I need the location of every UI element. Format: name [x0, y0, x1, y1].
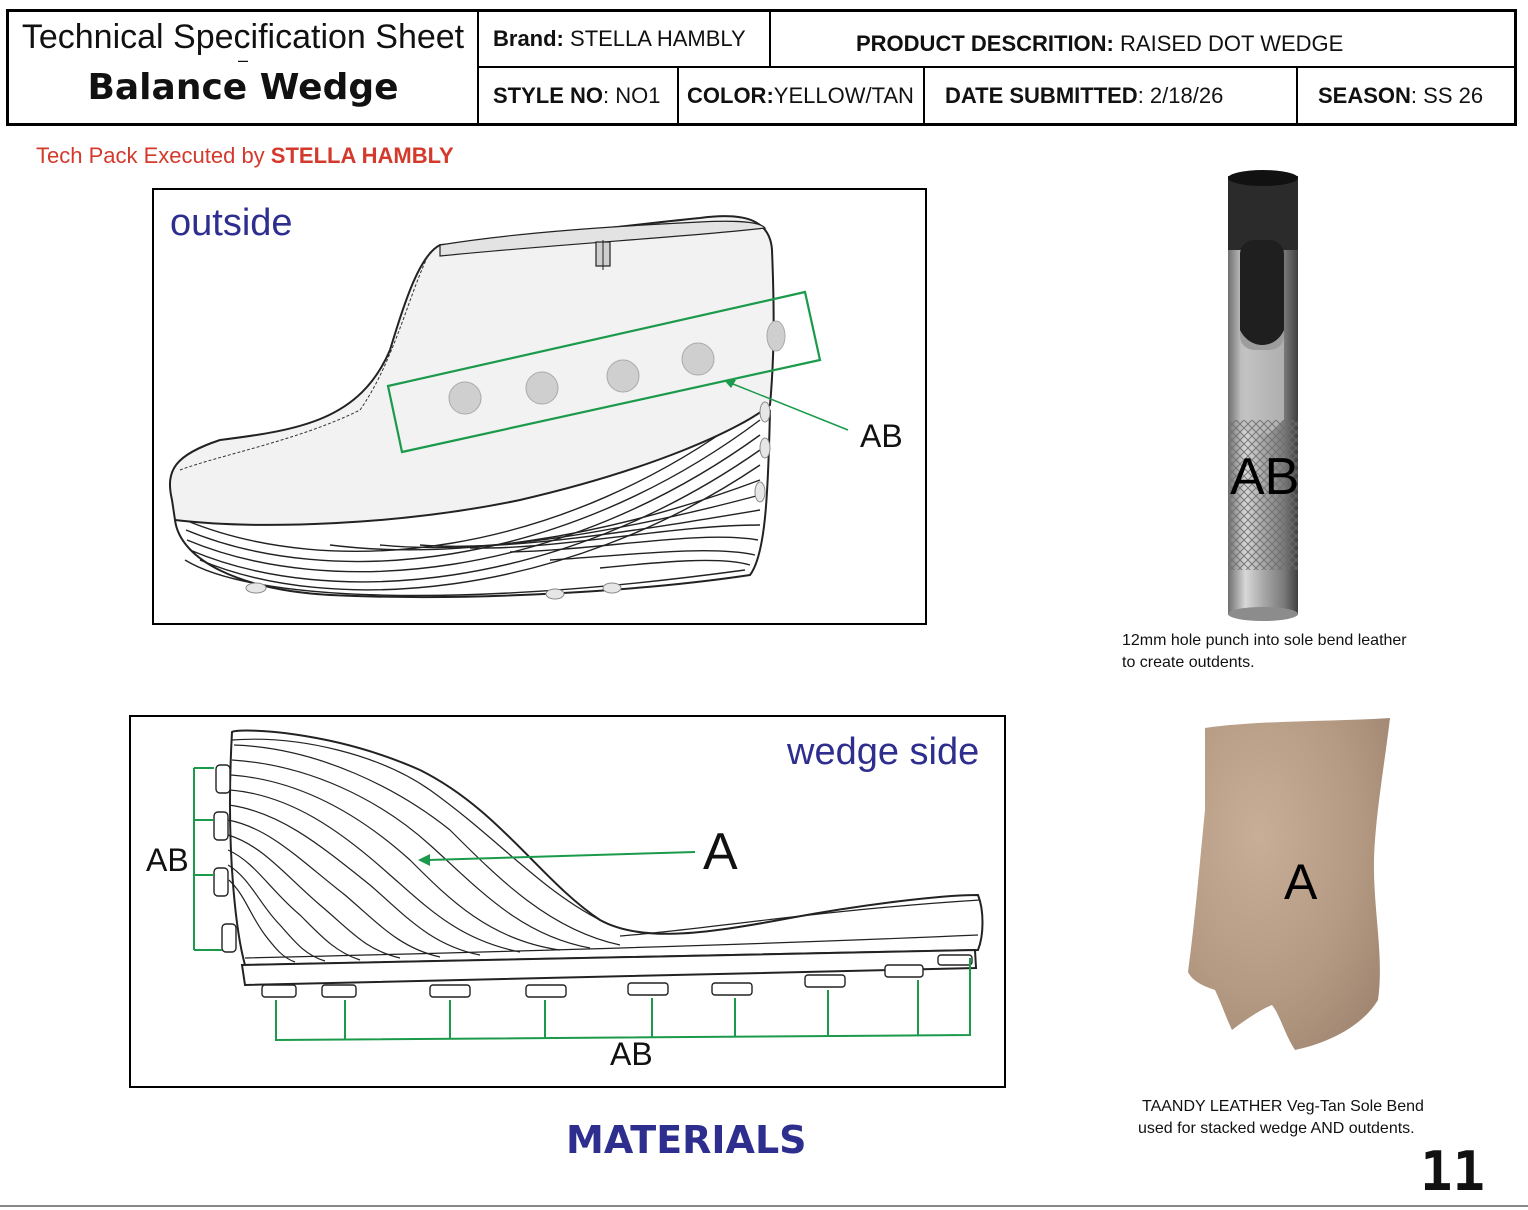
wedge-view-title: wedge side: [787, 731, 980, 773]
outside-view-title: outside: [170, 202, 293, 244]
season-value: : SS 26: [1410, 82, 1484, 108]
leather-note-line1: TAANDY LEATHER Veg-Tan Sole Bend: [1142, 1098, 1424, 1115]
punch-note-line1: 12mm hole punch into sole bend leather: [1122, 632, 1407, 649]
section-title: MATERIALS: [566, 1118, 807, 1162]
color-value: YELLOW/TAN: [773, 82, 914, 108]
brand-label: Brand:: [493, 26, 564, 51]
leather-note: TAANDY LEATHER Veg-Tan Sole Bend used fo…: [1138, 1096, 1424, 1140]
title-dash: –: [237, 50, 248, 70]
brand-value: STELLA HAMBLY: [570, 26, 746, 51]
outside-view-panel: [152, 188, 927, 625]
outside-callout-label: AB: [860, 418, 903, 454]
executed-by-line: Tech Pack Executed by STELLA HAMBLY: [36, 143, 454, 169]
punch-note-line2: to create outdents.: [1122, 654, 1255, 671]
page-number: 11: [1420, 1140, 1486, 1203]
page-bottom-rule: [0, 1205, 1528, 1207]
season-label: SEASON: [1318, 82, 1411, 108]
wedge-callout-a: A: [703, 823, 738, 881]
title-cell: Technical Specification Sheet – Balance …: [9, 12, 479, 123]
wedge-callout-ab-left: AB: [146, 842, 189, 878]
style-value: : NO1: [603, 82, 661, 108]
executed-by-name: STELLA HAMBLY: [270, 143, 454, 168]
style-label: STYLE NO: [493, 82, 604, 108]
leather-note-line2: used for stacked wedge AND outdents.: [1138, 1120, 1415, 1137]
brand-cell: Brand: STELLA HAMBLY: [479, 12, 771, 68]
product-name: Balance Wedge: [87, 67, 399, 108]
executed-by-prefix: Tech Pack Executed by: [36, 143, 271, 168]
sheet-title: Technical Specification Sheet: [21, 18, 465, 56]
product-value: RAISED DOT WEDGE: [1120, 31, 1344, 56]
leather-label: A: [1284, 854, 1318, 910]
season-cell: SEASON: SS 26: [1298, 68, 1514, 123]
color-cell: COLOR:YELLOW/TAN: [679, 68, 925, 123]
spec-header: [6, 9, 1517, 126]
punch-label: AB: [1230, 448, 1300, 506]
style-cell: STYLE NO: NO1: [479, 68, 679, 123]
product-label: PRODUCT DESCRITION:: [856, 31, 1114, 56]
wedge-callout-ab-bottom: AB: [610, 1036, 653, 1072]
date-cell: DATE SUBMITTED: 2/18/26: [925, 68, 1298, 123]
product-cell: PRODUCT DESCRITION: RAISED DOT WEDGE: [771, 12, 1514, 68]
color-label: COLOR:: [687, 82, 774, 108]
punch-note: 12mm hole punch into sole bend leather t…: [1122, 630, 1407, 674]
date-label: DATE SUBMITTED: [945, 82, 1138, 108]
date-value: : 2/18/26: [1137, 82, 1224, 108]
